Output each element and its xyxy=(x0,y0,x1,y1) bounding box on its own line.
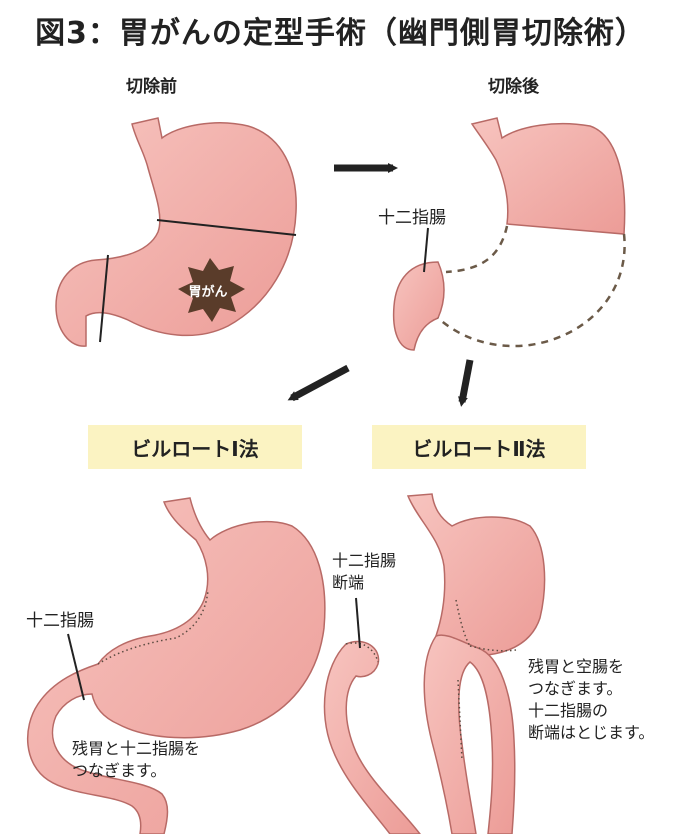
resected-area-outline xyxy=(437,225,626,348)
billroth1-note-line2: つなぎます。 xyxy=(72,761,167,780)
billroth1-note: 残胃と十二指腸を つなぎます。 xyxy=(72,738,200,782)
billroth2-stump-line1: 十二指腸 xyxy=(332,551,397,570)
billroth2-stump-label: 十二指腸 断端 xyxy=(332,550,396,594)
billroth2-note: 残胃と空腸を つなぎます。 十二指腸の 断端はとじます。 xyxy=(528,656,654,744)
after-label: 切除後 xyxy=(488,77,539,97)
lower-cut-line xyxy=(99,254,109,343)
billroth1-duodenum-pointer xyxy=(67,633,85,701)
billroth2-jejunum-loop xyxy=(423,634,516,834)
billroth2-duodenum-stump xyxy=(323,640,421,834)
arrow-down-left xyxy=(287,364,350,402)
arrow-down-right xyxy=(458,359,474,407)
before-label: 切除前 xyxy=(126,77,177,97)
billroth1-stomach xyxy=(26,497,326,834)
billroth1-note-line1: 残胃と十二指腸を xyxy=(72,739,201,758)
page-title: 図3：胃がんの定型手術（幽門側胃切除術） xyxy=(35,16,646,51)
billroth2-stump-line2: 断端 xyxy=(332,573,365,592)
cancer-label: 胃がん xyxy=(188,285,228,300)
cancer-mark xyxy=(178,258,245,322)
billroth2-note-line4: 断端はとじます。 xyxy=(528,723,655,742)
duodenum-label: 十二指腸 xyxy=(378,208,446,228)
billroth2-stomach xyxy=(406,493,546,657)
billroth2-note-line1: 残胃と空腸を xyxy=(528,657,625,676)
billroth2-badge: ビルロートⅡ法 xyxy=(372,425,586,469)
duodenum-pointer xyxy=(423,227,429,273)
billroth2-note-line3: 十二指腸の xyxy=(528,701,609,720)
billroth2-suture xyxy=(345,599,517,663)
stomach-remnant xyxy=(470,117,626,235)
duodenum-stub xyxy=(392,261,445,351)
upper-cut-line xyxy=(156,219,297,236)
billroth2-note-line2: つなぎます。 xyxy=(528,679,623,698)
billroth1-badge: ビルロートⅠ法 xyxy=(88,425,302,469)
billroth1-suture xyxy=(97,589,209,665)
billroth2-stump-pointer xyxy=(355,597,361,649)
billroth1-duodenum-label: 十二指腸 xyxy=(26,611,94,631)
